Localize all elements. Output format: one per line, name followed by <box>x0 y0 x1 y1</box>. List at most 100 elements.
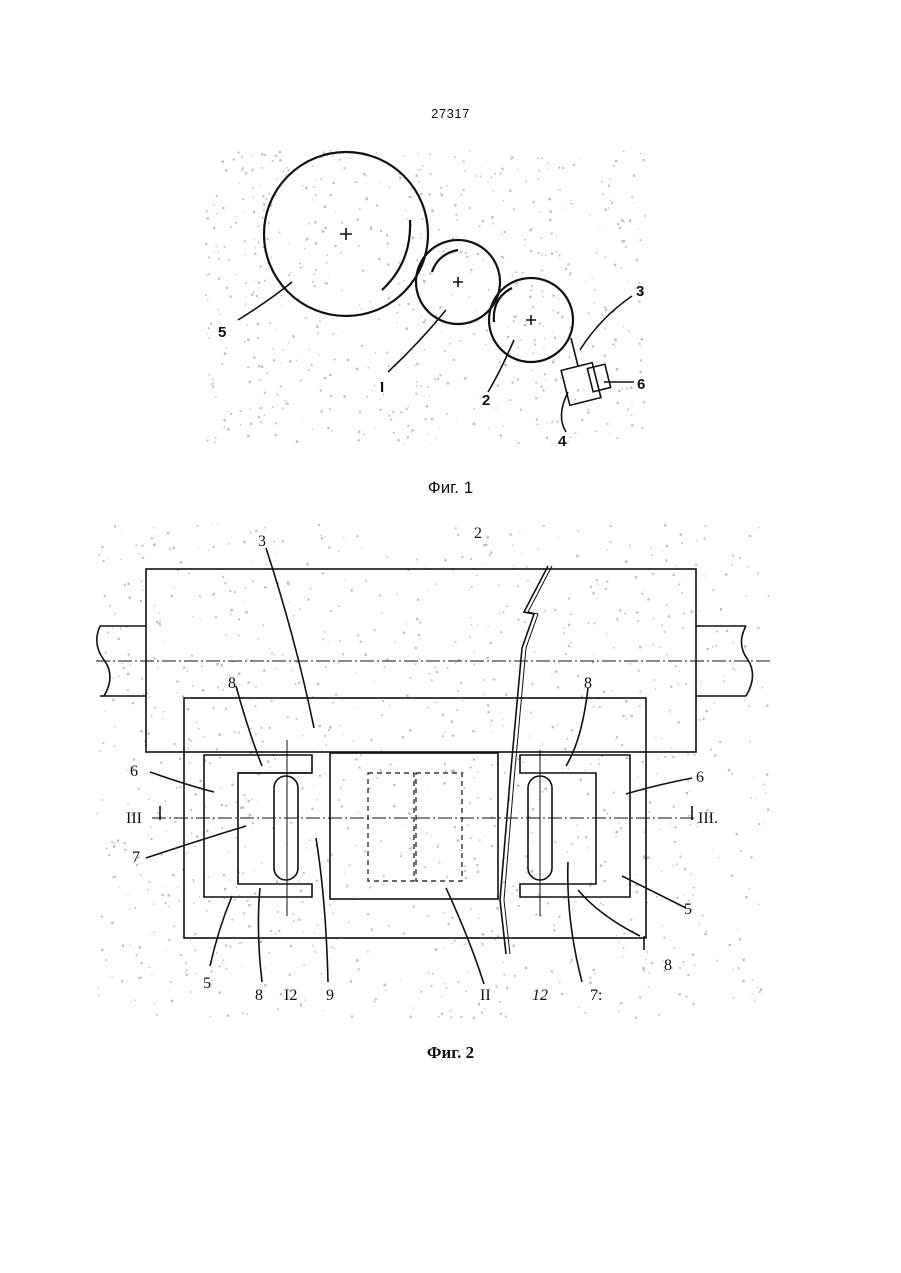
scan-speck <box>500 712 501 713</box>
scan-speck <box>312 945 313 946</box>
scan-speck <box>561 316 563 318</box>
scan-speck <box>553 331 554 332</box>
scan-speck <box>475 310 476 311</box>
scan-speck <box>112 628 113 629</box>
scan-speck <box>728 769 730 771</box>
scan-speck <box>729 944 731 946</box>
scan-speck <box>381 714 383 716</box>
scan-speck <box>655 738 656 739</box>
scan-speck <box>238 635 240 637</box>
scan-speck <box>162 718 163 719</box>
scan-speck <box>441 1013 443 1015</box>
scan-speck <box>307 598 309 600</box>
scan-speck <box>689 791 690 792</box>
scan-speck <box>420 233 421 234</box>
scan-speck <box>410 196 412 198</box>
scan-speck <box>415 393 417 395</box>
scan-speck <box>545 254 547 256</box>
scan-speck <box>199 896 200 897</box>
scan-speck <box>118 886 119 887</box>
scan-speck <box>142 545 144 547</box>
scan-speck <box>213 546 215 548</box>
scan-speck <box>504 364 506 366</box>
scan-speck <box>264 154 266 156</box>
scan-speck <box>298 777 299 778</box>
scan-speck <box>288 342 289 343</box>
scan-speck <box>168 939 170 941</box>
scan-speck <box>530 250 532 252</box>
scan-speck <box>640 153 641 154</box>
scan-speck <box>111 841 113 843</box>
center-mark-roll-5 <box>340 228 352 240</box>
scan-speck <box>560 377 561 378</box>
label-iii-left: III <box>126 810 142 827</box>
scan-speck <box>250 532 252 534</box>
figure2-caption: Фиг. 2 <box>0 1043 901 1063</box>
scan-speck <box>130 944 131 945</box>
scan-speck <box>141 962 143 964</box>
scan-speck <box>344 873 345 874</box>
scan-speck <box>205 806 206 807</box>
scan-speck <box>428 972 430 974</box>
scan-speck <box>420 237 421 238</box>
scan-speck <box>532 841 533 842</box>
scan-speck <box>690 610 693 613</box>
scan-speck <box>273 359 275 361</box>
scan-speck <box>103 560 105 562</box>
scan-speck <box>218 309 219 310</box>
scan-speck <box>642 590 643 591</box>
scan-speck <box>114 876 116 878</box>
scan-speck <box>127 689 129 691</box>
scan-speck <box>683 627 685 629</box>
scan-speck <box>222 207 224 209</box>
scan-speck <box>622 957 623 958</box>
scan-speck <box>494 825 496 827</box>
scan-speck <box>443 250 445 252</box>
scan-speck <box>619 1003 621 1005</box>
scan-speck <box>251 294 253 296</box>
scan-speck <box>563 628 564 629</box>
scan-speck <box>531 285 533 287</box>
scan-speck <box>559 189 561 191</box>
scan-speck <box>114 613 116 615</box>
scan-speck <box>192 685 194 687</box>
scan-speck <box>588 622 590 624</box>
scan-speck <box>157 668 158 669</box>
scan-speck <box>216 952 218 954</box>
scan-speck <box>547 903 549 905</box>
scan-speck <box>413 906 415 908</box>
scan-speck <box>245 611 247 613</box>
scan-speck <box>208 550 209 551</box>
scan-speck <box>752 994 753 995</box>
scan-speck <box>223 419 226 422</box>
scan-speck <box>517 574 518 575</box>
scan-speck <box>680 533 682 535</box>
scan-speck <box>435 702 437 704</box>
scan-speck <box>268 222 270 224</box>
scan-speck <box>235 222 237 224</box>
scan-speck <box>446 876 448 878</box>
scan-speck <box>212 383 214 385</box>
scan-speck <box>384 823 385 824</box>
label-iii-right: III. <box>698 810 718 827</box>
scan-speck <box>551 970 553 972</box>
scan-speck <box>277 178 278 179</box>
scan-speck <box>234 591 236 593</box>
scan-speck <box>589 982 591 984</box>
scan-speck <box>360 641 362 643</box>
scan-speck <box>219 965 221 967</box>
scan-speck <box>227 428 230 431</box>
scan-speck <box>209 1016 210 1017</box>
scan-speck <box>151 537 153 539</box>
scan-speck <box>423 321 425 323</box>
scan-speck <box>652 573 654 575</box>
scan-speck <box>524 245 525 246</box>
scan-speck <box>653 618 654 619</box>
scan-speck <box>429 787 430 788</box>
scan-speck <box>757 573 759 575</box>
scan-speck <box>678 584 680 586</box>
scan-speck <box>284 175 285 176</box>
scan-speck <box>248 800 250 802</box>
scan-speck <box>141 581 143 583</box>
scan-speck <box>393 767 394 768</box>
